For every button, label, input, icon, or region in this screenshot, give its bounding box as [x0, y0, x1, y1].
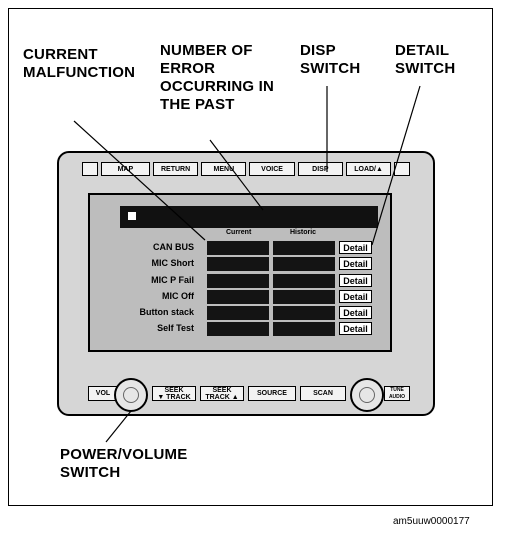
vol-button[interactable]: VOL: [88, 386, 118, 401]
disp-button[interactable]: DISP: [297, 162, 343, 176]
figure-frame: [8, 8, 493, 506]
detail-button-button-stack[interactable]: Detail: [339, 306, 372, 319]
screen-title-bar: [120, 206, 378, 228]
historic-cell: [273, 241, 335, 255]
historic-cell: [273, 306, 335, 320]
top-button-row: MAP RETURN MENU VOICE DISP LOAD/▲: [82, 162, 410, 180]
current-cell: [207, 241, 269, 255]
historic-cell: [273, 290, 335, 304]
row-label-button-stack: Button stack: [139, 307, 194, 317]
row-label-can-bus: CAN BUS: [152, 242, 194, 252]
callout-current-malfunction: CURRENT MALFUNCTION: [23, 46, 136, 81]
bottom-button-row: VOL SEEK ▼ TRACK SEEK TRACK ▲ SOURCE SCA…: [82, 384, 410, 402]
seek-track-down-button[interactable]: SEEK ▼ TRACK: [152, 386, 196, 401]
seek-track-up-button[interactable]: SEEK TRACK ▲: [200, 386, 244, 401]
return-button[interactable]: RETURN: [152, 162, 199, 176]
current-cell: [207, 274, 269, 288]
current-cell: [207, 290, 269, 304]
row-label-mic-off: MIC Off: [162, 291, 194, 301]
callout-disp-switch: DISP SWITCH: [300, 42, 361, 77]
column-current-header: Current: [226, 229, 252, 236]
detail-button-mic-off[interactable]: Detail: [339, 290, 372, 303]
current-cell: [207, 306, 269, 320]
figure-code: am5uuw0000177: [393, 516, 470, 527]
knob-center: [359, 387, 375, 403]
row-label-mic-short: MIC Short: [151, 258, 195, 268]
detail-button-mic-short[interactable]: Detail: [339, 257, 372, 270]
historic-cell: [273, 274, 335, 288]
historic-cell: [273, 322, 335, 336]
row-label-self-test: Self Test: [157, 323, 194, 333]
voice-button[interactable]: VOICE: [249, 162, 295, 176]
detail-button-mic-p-fail[interactable]: Detail: [339, 274, 372, 287]
current-cell: [207, 257, 269, 271]
callout-number-of-error: NUMBER OF ERROR OCCURRING IN THE PAST: [160, 42, 275, 113]
knob-center: [123, 387, 139, 403]
leader-detail-switch: [371, 85, 421, 246]
row-label-mic-p-fail: MIC P Fail: [151, 275, 194, 285]
current-cell: [207, 322, 269, 336]
tune-audio-button[interactable]: TUNE AUDIO: [384, 386, 410, 401]
map-button[interactable]: MAP: [100, 162, 150, 176]
top-blank-button[interactable]: [82, 162, 98, 176]
source-button[interactable]: SOURCE: [248, 386, 296, 401]
detail-button-can-bus[interactable]: Detail: [339, 241, 372, 254]
tune-knob[interactable]: [350, 378, 384, 412]
title-square-icon: [128, 212, 136, 220]
leader-current-malfunction: [73, 120, 206, 241]
historic-cell: [273, 257, 335, 271]
column-historic-header: Historic: [290, 229, 317, 236]
callout-detail-switch: DETAIL SWITCH: [395, 42, 456, 77]
callout-power-volume-switch: POWER/VOLUME SWITCH: [60, 446, 188, 481]
detail-button-self-test[interactable]: Detail: [339, 322, 372, 335]
scan-button[interactable]: SCAN: [300, 386, 346, 401]
power-volume-knob[interactable]: [114, 378, 148, 412]
leader-number-of-error: [209, 139, 264, 211]
leader-power-volume: [105, 410, 132, 443]
load-button[interactable]: LOAD/▲: [345, 162, 392, 176]
